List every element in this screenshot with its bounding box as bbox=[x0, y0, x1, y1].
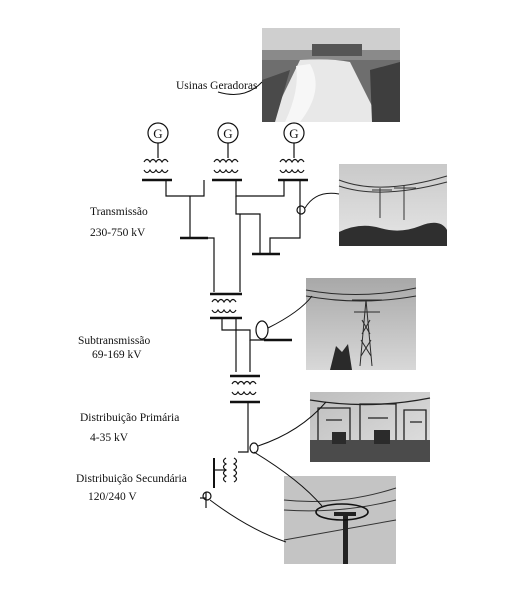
generators: G G G bbox=[147, 122, 305, 144]
label-usinas-geradoras: Usinas Geradoras bbox=[176, 80, 258, 92]
generator-2-label: G bbox=[223, 126, 232, 141]
generator-1-label: G bbox=[153, 126, 162, 141]
transformer-dist-icon bbox=[231, 380, 257, 396]
label-subtransmissao-voltage: 69-169 kV bbox=[92, 349, 142, 361]
dam-photo bbox=[262, 28, 400, 122]
label-distribuicao-secundaria: Distribuição Secundária bbox=[76, 473, 187, 485]
label-distribuicao-primaria-voltage: 4-35 kV bbox=[90, 432, 129, 444]
one-line-diagram bbox=[142, 81, 340, 543]
transformer-3-icon bbox=[279, 158, 305, 174]
label-transmissao: Transmissão bbox=[90, 206, 148, 218]
transmission-tower-photo bbox=[338, 164, 448, 246]
transformer-2-icon bbox=[213, 158, 239, 174]
generator-3-label: G bbox=[289, 126, 298, 141]
transformer-sub-icon bbox=[211, 298, 237, 314]
label-distribuicao-secundaria-voltage: 120/240 V bbox=[88, 491, 137, 503]
label-subtransmissao: Subtransmissão bbox=[78, 335, 151, 347]
transformer-1-icon bbox=[143, 158, 169, 174]
substation-photo bbox=[309, 392, 431, 462]
label-transmissao-voltage: 230-750 kV bbox=[90, 227, 146, 239]
label-distribuicao-primaria: Distribuição Primária bbox=[80, 412, 180, 424]
distribution-pole-photo bbox=[283, 476, 397, 564]
lattice-tower-photo bbox=[305, 278, 417, 370]
